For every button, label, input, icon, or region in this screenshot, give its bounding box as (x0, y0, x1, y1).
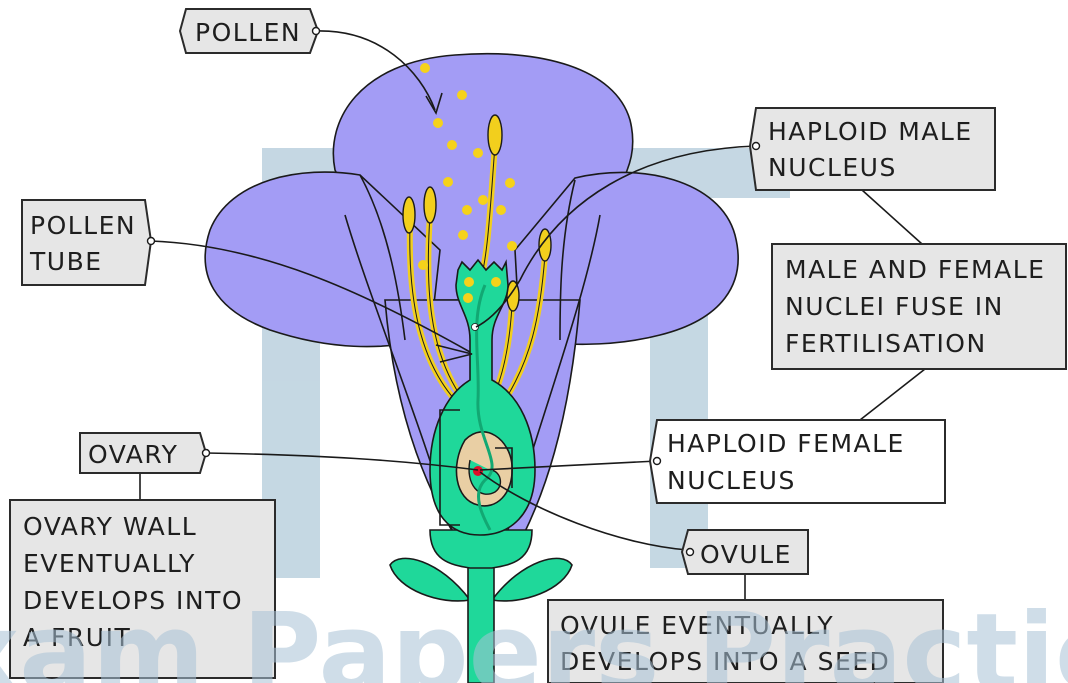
pollen-label: POLLEN (195, 18, 301, 47)
haploid-male-label-line2: NUCLEUS (768, 153, 897, 182)
ovary-note-line2: EVENTUALLY (23, 549, 196, 578)
label-ovary: OVARY (80, 433, 210, 473)
label-pollen: POLLEN (180, 9, 320, 53)
haploid-female-label-line2: NUCLEUS (667, 466, 796, 495)
ovary-note-line1: OVARY WALL (23, 512, 197, 541)
haploid-female-label-line1: HAPLOID FEMALE (667, 429, 905, 458)
haploid-male-label-line1: HAPLOID MALE (768, 117, 973, 146)
female-nucleus-dot (473, 466, 483, 476)
ovary-label: OVARY (88, 440, 178, 469)
label-pollen-tube: POLLEN TUBE (22, 200, 155, 285)
label-haploid-male: HAPLOID MALE NUCLEUS (750, 108, 995, 190)
label-haploid-female: HAPLOID FEMALE NUCLEUS (650, 420, 945, 503)
label-ovule: OVULE (682, 530, 808, 574)
pollen-tube-label-line2: TUBE (29, 247, 103, 276)
watermark-text: Exam Papers Practice (0, 591, 1068, 683)
label-fuse-note: MALE AND FEMALE NUCLEI FUSE IN FERTILISA… (772, 244, 1066, 369)
pollen-tube-label-line1: POLLEN (30, 211, 136, 240)
fuse-note-line3: FERTILISATION (785, 329, 987, 358)
ovule-label: OVULE (700, 540, 792, 569)
fuse-note-line2: NUCLEI FUSE IN (785, 292, 1004, 321)
fuse-note-line1: MALE AND FEMALE (785, 255, 1045, 284)
